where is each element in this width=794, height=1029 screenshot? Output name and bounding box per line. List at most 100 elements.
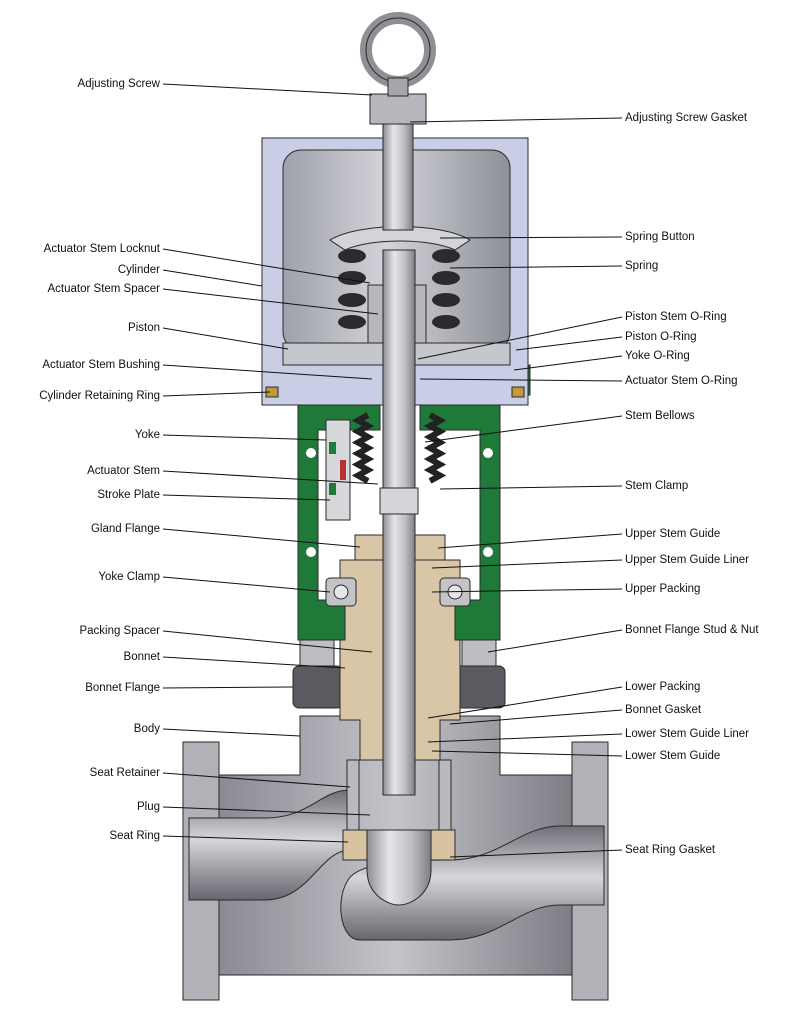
leader-actuator-stem-locknut: [162, 248, 371, 284]
label-bonnet: Bonnet: [124, 651, 161, 663]
cylinder-retaining-ring-right: [511, 386, 525, 398]
label-plug: Plug: [137, 801, 160, 813]
leader-actuator-stem-o-ring: [419, 378, 623, 382]
leader-lines: [162, 83, 623, 858]
leader-lower-stem-guide-liner: [427, 733, 623, 743]
leader-upper-stem-guide-liner: [431, 559, 623, 569]
leader-packing-spacer: [162, 630, 373, 653]
leader-body: [162, 728, 301, 737]
label-upper-stem-guide: Upper Stem Guide: [625, 528, 720, 540]
stroke-indicator-green-2: [329, 483, 336, 495]
label-actuator-stem-locknut: Actuator Stem Locknut: [44, 243, 161, 255]
label-stroke-plate: Stroke Plate: [97, 489, 160, 501]
label-seat-retainer: Seat Retainer: [90, 767, 160, 779]
leader-piston-stem-o-ring: [417, 316, 623, 360]
actuator-stem: [382, 249, 416, 796]
label-upper-stem-guide-liner: Upper Stem Guide Liner: [625, 554, 749, 566]
spring-coil-right: [432, 293, 460, 307]
label-body: Body: [134, 723, 160, 735]
seat-retainer-right: [438, 759, 452, 831]
leader-yoke-clamp: [162, 576, 331, 593]
leader-seat-ring: [162, 835, 349, 843]
leader-gland-flange: [162, 528, 361, 548]
leader-bonnet-flange-stud-and-nut: [487, 629, 623, 653]
spring-coil-left: [338, 315, 366, 329]
yoke-hole-left-2: [306, 547, 316, 557]
stud-nut-left: [299, 635, 335, 667]
label-yoke-clamp: Yoke Clamp: [98, 571, 160, 583]
label-seat-ring: Seat Ring: [109, 830, 160, 842]
leader-adjusting-screw: [162, 83, 373, 96]
leader-stem-bellows: [424, 415, 623, 443]
leader-upper-stem-guide: [437, 533, 623, 549]
stud-nut-right: [461, 635, 497, 667]
label-stem-clamp: Stem Clamp: [625, 480, 688, 492]
stroke-plate: [325, 419, 351, 521]
leader-upper-packing: [431, 588, 623, 593]
label-piston: Piston: [128, 322, 160, 334]
label-bonnet-flange-stud-and-nut: Bonnet Flange Stud & Nut: [625, 624, 759, 636]
leader-seat-retainer: [162, 772, 351, 788]
plug: [366, 829, 432, 906]
label-stem-bellows: Stem Bellows: [625, 410, 695, 422]
bellows-left-pleats: [351, 412, 375, 484]
label-cylinder-retaining-ring: Cylinder Retaining Ring: [39, 390, 160, 402]
leader-stroke-plate: [162, 494, 331, 501]
leader-cylinder-retaining-ring: [162, 391, 271, 397]
leader-piston-o-ring: [515, 336, 623, 351]
label-actuator-stem: Actuator Stem: [87, 465, 160, 477]
adjusting-screw-stem: [382, 109, 414, 231]
adjusting-screw-nut: [369, 93, 427, 125]
label-gland-flange: Gland Flange: [91, 523, 160, 535]
eye-bolt-ring-edge: [365, 17, 431, 83]
stroke-indicator-red: [340, 460, 346, 480]
leader-actuator-stem: [162, 470, 379, 485]
yoke-hole-right-2: [483, 547, 493, 557]
label-packing-spacer: Packing Spacer: [79, 625, 160, 637]
label-lower-stem-guide: Lower Stem Guide: [625, 750, 720, 762]
leader-yoke: [162, 434, 327, 441]
label-yoke-o-ring: Yoke O-Ring: [625, 350, 690, 362]
stroke-indicator-green-1: [329, 442, 336, 454]
leader-actuator-stem-spacer: [162, 288, 379, 315]
leader-plug: [162, 806, 371, 816]
label-adjusting-screw: Adjusting Screw: [78, 78, 161, 90]
label-lower-packing: Lower Packing: [625, 681, 700, 693]
label-actuator-stem-bushing: Actuator Stem Bushing: [42, 359, 160, 371]
spring-coil-right: [432, 271, 460, 285]
eye-bolt-shank: [387, 77, 409, 97]
label-lower-stem-guide-liner: Lower Stem Guide Liner: [625, 728, 749, 740]
leader-cylinder: [162, 269, 263, 287]
bellows-right-pleats: [423, 412, 447, 484]
label-actuator-stem-o-ring: Actuator Stem O-Ring: [625, 375, 737, 387]
stem-bellows: [351, 412, 447, 484]
leader-seat-ring-gasket: [449, 849, 623, 858]
leader-spring-button: [439, 236, 623, 239]
label-cylinder: Cylinder: [118, 264, 160, 276]
yoke-hole-right-1: [483, 448, 493, 458]
label-seat-ring-gasket: Seat Ring Gasket: [625, 844, 716, 856]
leader-actuator-stem-bushing: [162, 364, 373, 380]
leader-piston: [162, 327, 289, 350]
label-yoke: Yoke: [135, 429, 160, 441]
yoke-hole-left-1: [306, 448, 316, 458]
label-actuator-stem-spacer: Actuator Stem Spacer: [48, 283, 161, 295]
stem-clamp: [379, 487, 419, 515]
leader-stem-clamp: [439, 485, 623, 490]
label-bonnet-flange: Bonnet Flange: [85, 682, 160, 694]
spring-coil-right: [432, 249, 460, 263]
bonnet-flange-left-block: [292, 665, 344, 709]
label-spring: Spring: [625, 260, 658, 272]
spring-coil-left: [338, 293, 366, 307]
leader-lower-packing: [427, 686, 623, 719]
spring-button: [329, 226, 471, 251]
leader-bonnet: [162, 656, 346, 669]
leader-lower-stem-guide: [431, 750, 623, 757]
label-spring-button: Spring Button: [625, 231, 695, 243]
yoke-clamp-bolt-left: [333, 584, 349, 600]
stem-assembly: [360, 12, 436, 906]
label-bonnet-gasket: Bonnet Gasket: [625, 704, 702, 716]
